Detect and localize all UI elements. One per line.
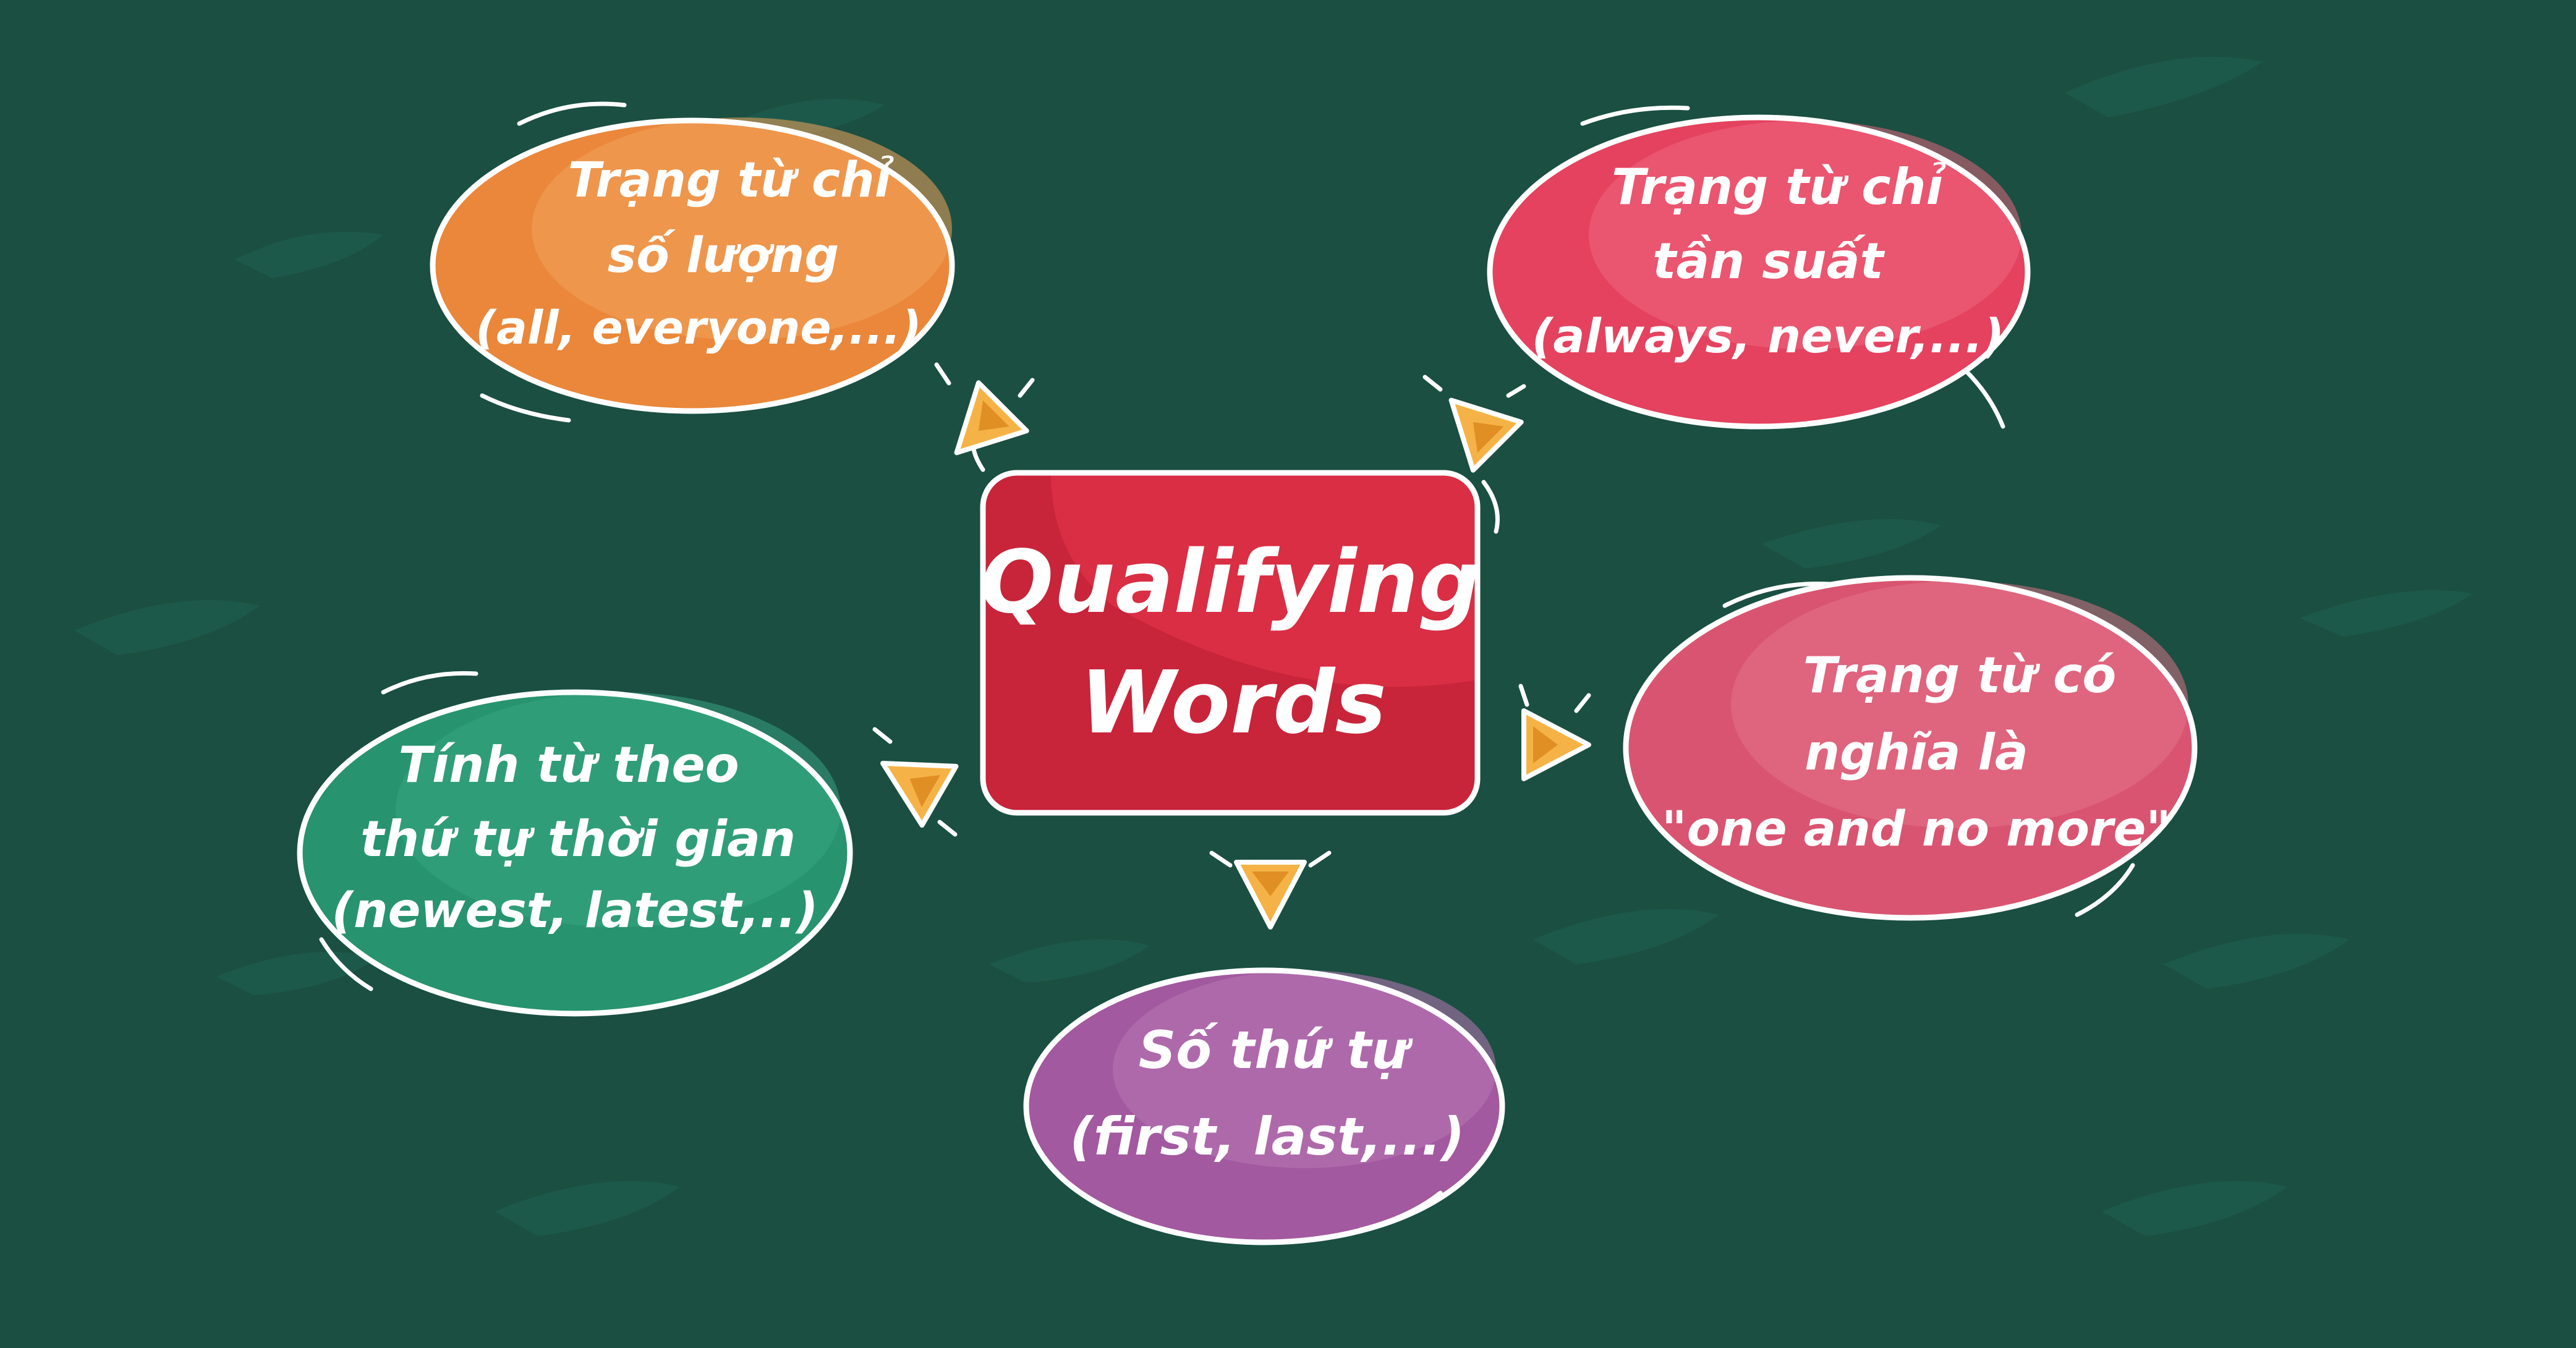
node-time-order-adjectives-line-3: (newest, latest,..) [331,883,818,939]
node-quantity-adverbs: Trạng từ chỉ số lượng (all, everyone,...… [430,101,955,423]
node-ordinal-numbers-highlight [1113,970,1496,1168]
node-quantity-adverbs-line-1: Trạng từ chỉ [568,153,895,208]
node-time-order-adjectives-outline [297,689,853,1017]
center-topic: Qualifying Words [971,412,1500,816]
arrow-motion-ticks [872,362,1591,868]
arrow-head-shade [978,400,1010,431]
arrow-head-shade [1473,422,1504,453]
node-quantity-adverbs-sketch-mark [480,393,571,423]
node-ordinal-numbers-outline [1023,967,1505,1245]
node-frequency-adverbs-line-1: Trạng từ chỉ [1612,158,1947,216]
arrow-to-top-left [954,380,1029,456]
node-quantity-adverbs-outline [430,117,955,414]
node-one-and-no-more: Trạng từ có nghĩa là "one and no more" [1623,575,2198,921]
node-one-and-no-more-line-2: nghĩa là [1804,724,2028,781]
node-one-and-no-more-line-1: Trạng từ có [1803,646,2117,704]
node-frequency-adverbs-sketch-mark [1580,105,1690,126]
center-topic-highlight [1051,473,1477,687]
arrow-head-shade [1252,871,1289,896]
center-topic-line-2: Words [1080,653,1387,753]
center-topic-line-1: Qualifying [980,532,1480,633]
node-frequency-adverbs-outline [1487,114,2031,430]
node-quantity-adverbs-highlight [532,117,952,340]
node-frequency-adverbs-sketch-mark [1963,368,2005,429]
center-topic-outline [980,470,1481,816]
arrow-to-right [1521,708,1591,781]
center-topic-sketch-mark [1481,480,1500,534]
node-quantity-adverbs-sketch-mark [517,101,627,126]
node-time-order-adjectives-highlight [396,692,841,927]
node-frequency-adverbs-line-3: (always, never,...) [1532,308,2005,363]
node-one-and-no-more-line-3: "one and no more" [1662,802,2171,857]
node-one-and-no-more-highlight [1731,581,2188,828]
arrow-head-shade [1533,726,1558,763]
node-ordinal-numbers-line-2: (first, last,...) [1070,1106,1465,1167]
node-one-and-no-more-sketch-mark [1722,581,1832,608]
node-one-and-no-more-sketch-mark [2075,863,2135,917]
node-one-and-no-more-outline [1623,575,2198,921]
node-time-order-adjectives: Tính từ theo thứ tự thời gian (newest, l… [297,671,853,1017]
node-ordinal-numbers-sketch-mark [1358,1190,1443,1232]
node-time-order-adjectives-sketch-mark [381,671,478,695]
node-time-order-adjectives-sketch-mark [319,937,373,991]
node-frequency-adverbs: Trạng từ chỉ tần suất (always, never,...… [1487,105,2031,430]
arrow-head-shade [909,775,940,807]
node-ordinal-numbers: Số thứ tự (first, last,...) [1023,967,1505,1245]
node-quantity-adverbs-line-2: số lượng [608,228,839,284]
arrow-to-bottom [1234,860,1307,930]
node-time-order-adjectives-line-2: thứ tự thời gian [360,810,796,868]
node-frequency-adverbs-highlight [1589,121,2021,349]
node-ordinal-numbers-line-1: Số thứ tự [1139,1020,1413,1080]
node-time-order-adjectives-line-1: Tính từ theo [398,736,739,794]
arrow-to-top-right [1448,397,1524,473]
node-quantity-adverbs-line-3: (all, everyone,...) [475,302,922,355]
arrow-to-left [880,761,959,828]
node-frequency-adverbs-line-2: tần suất [1652,232,1885,290]
